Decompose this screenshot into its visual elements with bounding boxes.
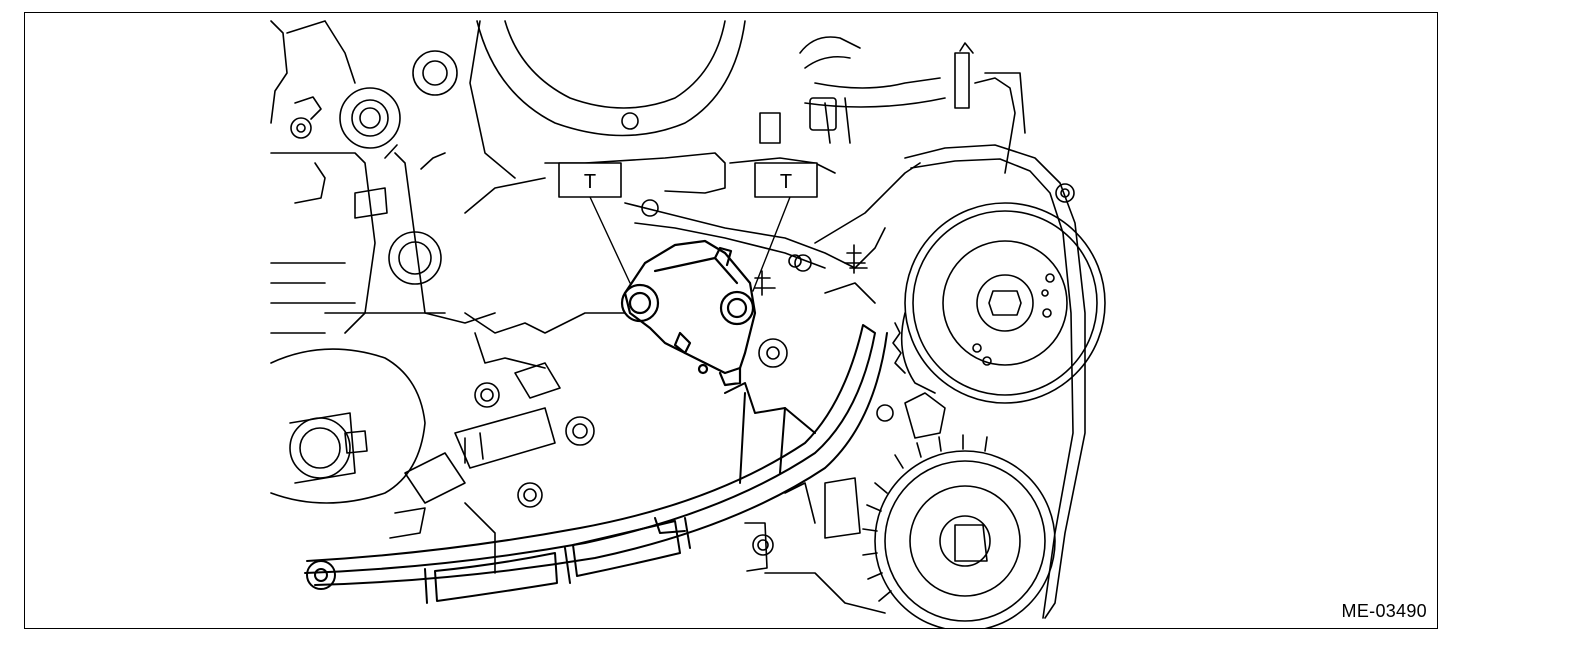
right-chain-cover — [788, 144, 1086, 619]
figure-frame: T T ME-03490 — [24, 12, 1438, 629]
callout-label-2: T — [780, 171, 792, 193]
upper-right-hoses — [729, 36, 1026, 174]
lower-chain-guide — [304, 324, 888, 604]
callout-box-1 — [558, 162, 622, 198]
engine-timing-chain-illustration: T T — [270, 20, 1106, 628]
middle-engine-body — [464, 152, 886, 369]
left-engine-block-detail — [270, 20, 496, 334]
upper-cam-sprocket — [892, 202, 1106, 404]
chain-tensioner-assembly — [620, 239, 757, 387]
left-idler-pulley — [270, 348, 426, 504]
callout-label-1: T — [584, 171, 596, 193]
figure-reference-code: ME-03490 — [1341, 601, 1427, 621]
left-tensioner-rod — [389, 362, 595, 574]
lower-cam-sprocket — [862, 434, 1056, 628]
callout-leaders — [589, 196, 791, 292]
callout-box-2 — [754, 162, 818, 198]
upper-cover-housing — [469, 20, 746, 179]
right-mid-detail — [744, 392, 946, 614]
